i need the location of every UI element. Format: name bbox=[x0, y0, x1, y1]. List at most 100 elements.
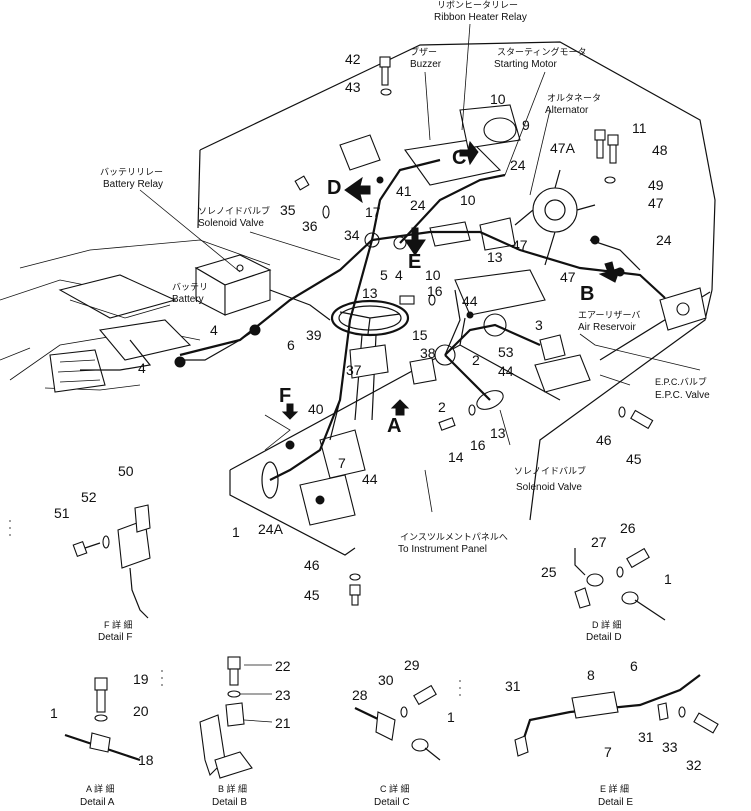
part-number: 30 bbox=[378, 672, 394, 688]
part-number: 4 bbox=[210, 322, 218, 338]
detail-c: 29 30 28 1 C 詳 細 Detail C bbox=[352, 657, 455, 808]
part-number: 14 bbox=[448, 449, 464, 465]
part-number: 44 bbox=[362, 471, 378, 487]
part-number: 24A bbox=[258, 521, 284, 537]
part-number: 29 bbox=[404, 657, 420, 673]
detail-d-label-jp: D 詳 細 bbox=[592, 619, 622, 630]
part-number: 22 bbox=[275, 658, 291, 674]
part-number: 39 bbox=[306, 327, 322, 343]
starting-motor-label: Starting Motor bbox=[494, 59, 557, 70]
part-number: 5 bbox=[380, 267, 388, 283]
view-letter-d: D bbox=[327, 177, 341, 199]
part-number: 19 bbox=[133, 671, 149, 687]
detail-f-label-jp: F 詳 細 bbox=[104, 619, 133, 630]
part-number: 8 bbox=[587, 667, 595, 683]
part-number: 6 bbox=[287, 337, 295, 353]
solenoid-valve-top-label: Solenoid Valve bbox=[198, 218, 264, 229]
part-number: 2 bbox=[438, 399, 446, 415]
part-number: 37 bbox=[346, 362, 362, 378]
part-number: 32 bbox=[686, 757, 702, 773]
part-number: 47 bbox=[560, 269, 576, 285]
part-number: 20 bbox=[133, 703, 149, 719]
detail-a-label: Detail A bbox=[80, 797, 115, 808]
part-number: 3 bbox=[535, 317, 543, 333]
part-number: 23 bbox=[275, 687, 291, 703]
part-number: 18 bbox=[138, 752, 154, 768]
part-number: 16 bbox=[427, 283, 443, 299]
part-number: 24 bbox=[510, 157, 526, 173]
detail-c-label-jp: C 詳 細 bbox=[380, 783, 410, 794]
part-number: 35 bbox=[280, 202, 296, 218]
part-number: 48 bbox=[652, 142, 668, 158]
part-number: 47 bbox=[648, 195, 664, 211]
detail-e-label: Detail E bbox=[598, 797, 633, 808]
solenoid-valve-lower bbox=[409, 357, 504, 410]
battery-relay-label-jp: バッテリリレー bbox=[100, 167, 163, 177]
view-letters: A B C D E F bbox=[279, 147, 594, 437]
part-number: 1 bbox=[50, 705, 58, 721]
lower-panel bbox=[261, 429, 366, 526]
part-number: 10 bbox=[425, 267, 441, 283]
instrument-panel-label-jp: インスツルメントパネルへ bbox=[400, 532, 508, 542]
left-structure bbox=[49, 274, 192, 393]
steering-wheel bbox=[330, 299, 410, 421]
part-number: 47 bbox=[512, 237, 528, 253]
part-number: 43 bbox=[345, 79, 361, 95]
view-letter-c: C bbox=[452, 147, 466, 169]
air-reservoir bbox=[659, 287, 707, 331]
buzzer-label-jp: ブザー bbox=[410, 46, 437, 57]
detail-a: 19 20 1 18 A 詳 細 Detail A bbox=[50, 671, 154, 808]
part-number: 16 bbox=[470, 437, 486, 453]
part-number: 46 bbox=[596, 432, 612, 448]
epc-valve-label-jp: E.P.C.バルブ bbox=[655, 376, 707, 387]
part-number: 25 bbox=[541, 564, 557, 580]
part-number: 10 bbox=[490, 91, 506, 107]
wire-harness bbox=[80, 158, 666, 481]
part-number: 42 bbox=[345, 51, 361, 67]
part-number: 50 bbox=[118, 463, 134, 479]
part-number: 31 bbox=[638, 729, 654, 745]
buzzer-label: Buzzer bbox=[410, 59, 442, 70]
part-number: 10 bbox=[460, 192, 476, 208]
part-number: 44 bbox=[498, 363, 514, 379]
part-number: 24 bbox=[410, 197, 426, 213]
detail-c-label: Detail C bbox=[374, 797, 410, 808]
part-number: 40 bbox=[308, 401, 324, 417]
detail-b: 22 23 21 B 詳 細 Detail B bbox=[199, 656, 291, 808]
part-number: 45 bbox=[626, 451, 642, 467]
epc-valve-label: E.P.C. Valve bbox=[655, 390, 710, 401]
part-number: 6 bbox=[630, 658, 638, 674]
part-number: 4 bbox=[395, 267, 403, 283]
detail-f-label: Detail F bbox=[98, 632, 132, 643]
part-number: 1 bbox=[664, 571, 672, 587]
air-reservoir-label: Air Reservoir bbox=[578, 322, 636, 333]
part-number: 13 bbox=[490, 425, 506, 441]
part-number: 13 bbox=[487, 249, 503, 265]
battery-label: Battery bbox=[172, 294, 204, 305]
part-number: 31 bbox=[505, 678, 521, 694]
alternator-label: Alternator bbox=[545, 105, 589, 116]
part-number: 44 bbox=[462, 293, 478, 309]
part-number: 45 bbox=[304, 587, 320, 603]
part-number: 2 bbox=[472, 352, 480, 368]
main-part-numbers: 42 43 10 9 11 48 49 47A 47 47 47 24 24 3… bbox=[138, 51, 672, 603]
view-letter-a: A bbox=[387, 415, 401, 437]
main-bolts bbox=[294, 56, 654, 606]
part-number: 17 bbox=[365, 204, 381, 220]
view-letter-f: F bbox=[279, 385, 291, 407]
part-number: 47A bbox=[550, 140, 576, 156]
detail-a-label-jp: A 詳 細 bbox=[86, 783, 115, 794]
view-letter-b: B bbox=[580, 283, 594, 305]
solenoid-valve-bottom-label: Solenoid Valve bbox=[516, 482, 582, 493]
part-number: 51 bbox=[54, 505, 70, 521]
ribbon-heater-relay-label-jp: リボンヒータリレー bbox=[437, 0, 518, 10]
detail-e-label-jp: E 詳 細 bbox=[600, 783, 629, 794]
part-number: 13 bbox=[362, 285, 378, 301]
part-number: 7 bbox=[338, 455, 346, 471]
part-number: 21 bbox=[275, 715, 291, 731]
instrument-panel-label: To Instrument Panel bbox=[398, 544, 487, 555]
part-number: 33 bbox=[662, 739, 678, 755]
part-number: 15 bbox=[412, 327, 428, 343]
part-number: 36 bbox=[302, 218, 318, 234]
callout-labels: リボンヒータリレー Ribbon Heater Relay ブザー Buzzer… bbox=[100, 0, 710, 555]
